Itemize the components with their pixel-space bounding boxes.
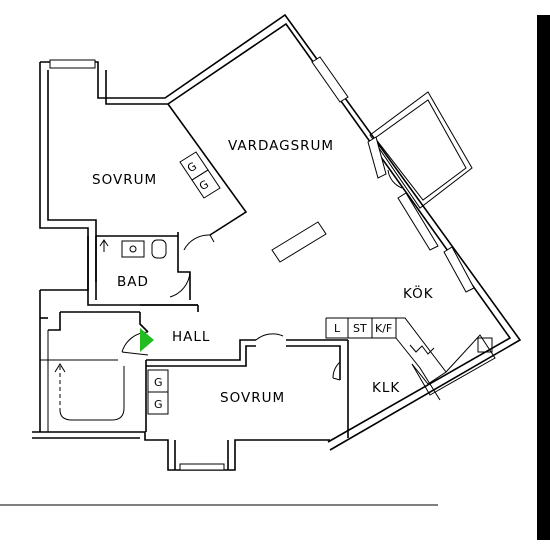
- room-label-sovrum-2: SOVRUM: [220, 390, 285, 406]
- wardrobe-label: G: [154, 376, 163, 389]
- appliance-label-st: ST: [353, 322, 367, 335]
- entrance-marker: [140, 328, 154, 352]
- room-label-hall: HALL: [172, 329, 210, 345]
- room-label-vardagsrum: VARDAGSRUM: [228, 138, 334, 154]
- doors: [121, 169, 403, 381]
- room-label-sovrum-1: SOVRUM: [92, 172, 157, 188]
- wardrobe-sovrum-2: G G: [147, 369, 169, 415]
- appliance-label-kf: K/F: [375, 322, 392, 335]
- room-label-klk: KLK: [372, 380, 400, 396]
- outer-walls: [32, 13, 522, 471]
- kitchen-appliances: L ST K/F: [334, 322, 493, 355]
- sink-icon: [121, 240, 145, 258]
- room-label-bad: BAD: [117, 274, 149, 290]
- window-bottom: [179, 463, 225, 471]
- living-room-table: [271, 221, 327, 263]
- window-top-left: [49, 59, 96, 69]
- sink-icon: [477, 337, 493, 353]
- balcony: [369, 91, 473, 209]
- diagonal-windows: [311, 56, 475, 293]
- stair-symbol: [40, 359, 125, 421]
- wardrobe-label: G: [154, 398, 163, 411]
- page-edge-bar: [537, 15, 550, 540]
- bathroom-fixtures: [99, 239, 167, 259]
- interior-walls: [40, 103, 496, 438]
- wardrobe-sovrum-1: G G: [179, 151, 221, 199]
- appliance-label-l: L: [334, 322, 341, 335]
- room-label-kok: KÖK: [403, 284, 434, 302]
- toilet-icon: [151, 239, 167, 259]
